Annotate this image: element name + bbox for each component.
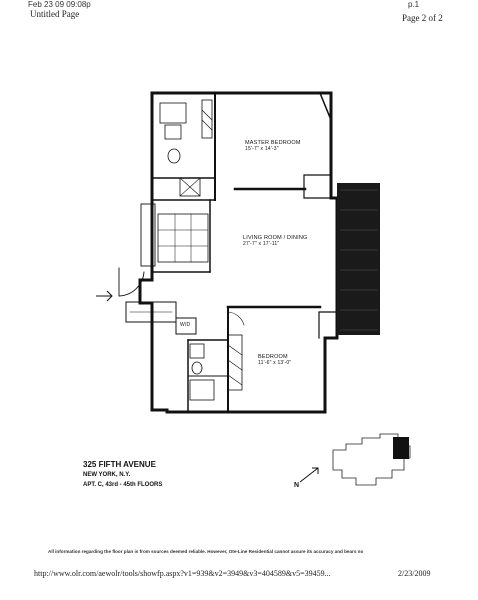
room-master-bedroom: MASTER BEDROOM 15'-7" x 14'-3" [245,140,301,152]
building-name: 325 FIFTH AVENUE [83,460,156,469]
room-wd: W/D [180,322,191,328]
room-living-dining: LIVING ROOM / DINING 27'-7" x 17'-11" [243,235,308,247]
room-master-bedroom-name: MASTER BEDROOM [245,140,301,146]
room-master-bedroom-dims: 15'-7" x 14'-3" [245,146,279,152]
fax-timestamp: Feb 23 09 09:08p [28,0,91,9]
footer-date: 2/23/2009 [398,569,431,578]
fax-page: p.1 [408,0,420,9]
disclaimer: All information regarding the floor plan… [48,549,364,554]
building-city: NEW YORK, N.Y. [83,472,131,478]
page-number: Page 2 of 2 [402,13,443,23]
building-apt: APT. C, 43rd - 45th FLOORS [83,482,163,488]
compass-label: N [294,482,300,489]
room-bedroom-dims: 11'-6" x 13'-0" [258,360,292,366]
room-bedroom: BEDROOM 11'-6" x 13'-0" [258,354,291,366]
room-living-dining-dims: 27'-7" x 17'-11" [243,241,280,247]
page-title: Untitled Page [30,9,80,19]
room-bedroom-name: BEDROOM [258,354,288,360]
room-living-dining-name: LIVING ROOM / DINING [243,235,308,241]
footer-url: http://www.olr.com/aewolr/tools/showfp.a… [34,569,331,578]
